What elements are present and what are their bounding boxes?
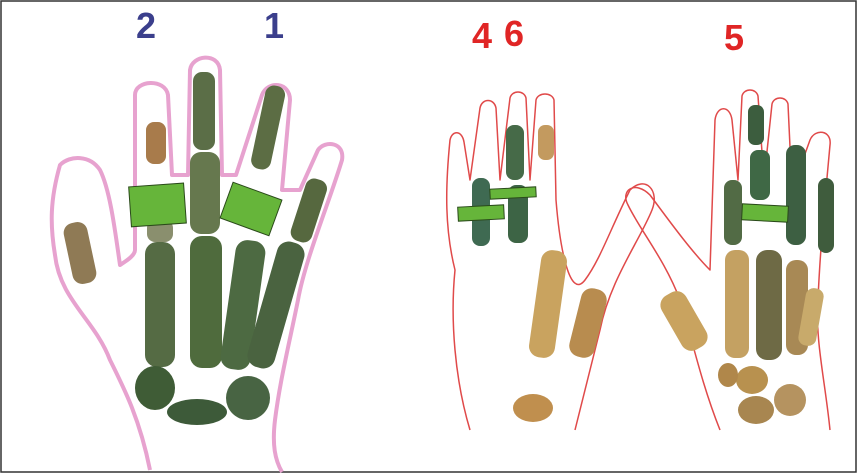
finger3-distal-bone xyxy=(193,72,215,150)
hand-b-bone-tan-1 xyxy=(725,250,749,358)
hand-b-bone-green-3 xyxy=(786,145,806,245)
hand-b-carpal-4 xyxy=(718,363,738,387)
finger2-proximal-bone xyxy=(145,242,175,367)
hand-b-carpal-2 xyxy=(738,396,774,424)
marker-left-1 xyxy=(129,183,187,227)
label-2: 2 xyxy=(136,8,156,44)
hand-b-bone-tan-2 xyxy=(756,250,782,360)
label-1: 1 xyxy=(264,8,284,44)
right-hands-group xyxy=(447,90,834,430)
marker-left-2 xyxy=(220,182,282,235)
carpal-bones-left-3 xyxy=(226,376,270,420)
marker-right-3 xyxy=(742,204,789,222)
label-6: 6 xyxy=(504,16,524,52)
label-4: 4 xyxy=(472,18,492,54)
hand-b-bone-green-5 xyxy=(724,180,742,245)
marker-right-2 xyxy=(490,187,536,199)
thumb-bone xyxy=(62,220,98,286)
hand-a-bone-tan-2 xyxy=(528,249,569,360)
hand-a-bone-tan-3 xyxy=(567,286,609,360)
hand-a-bone-tan-1 xyxy=(538,125,554,160)
hand-b-bone-tan-4 xyxy=(656,287,711,355)
hand-b-carpal-1 xyxy=(736,366,768,394)
finger4-distal-bone xyxy=(249,84,286,171)
hand-b-carpal-3 xyxy=(774,384,806,416)
label-5: 5 xyxy=(724,20,744,56)
hand-b-bone-green-1 xyxy=(748,105,764,145)
finger3-proximal-bone xyxy=(190,236,222,368)
hand-b-bone-green-4 xyxy=(818,178,834,253)
carpal-bones-left-2 xyxy=(167,399,227,425)
finger2-distal-bone xyxy=(146,122,166,164)
hand-a-carpal xyxy=(513,394,553,422)
finger3-middle-bone xyxy=(190,152,220,234)
hand-a-bone-green-2 xyxy=(506,125,524,180)
hand-b-bone-green-2 xyxy=(750,150,770,200)
marker-right-1 xyxy=(458,205,505,221)
left-hand-group xyxy=(52,58,343,472)
carpal-bones-left xyxy=(135,366,175,410)
